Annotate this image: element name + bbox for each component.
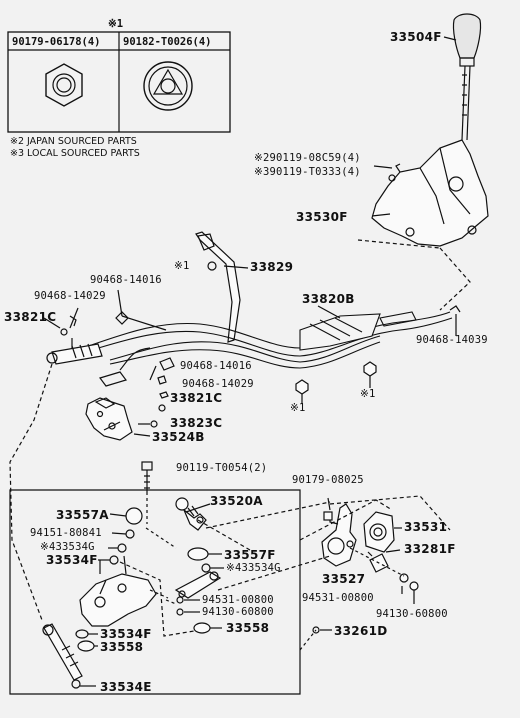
- rod-end-33520A: [175, 497, 207, 531]
- cable-end-left: [46, 343, 175, 387]
- part-33534G-a: ※433534G: [40, 541, 95, 553]
- part-94531-00800-a: 94531-00800: [202, 594, 274, 606]
- part-33261D: 33261D: [334, 624, 388, 638]
- bushing-33531: [363, 511, 395, 553]
- part-33823C: 33823C: [170, 416, 223, 430]
- mark-33829: ※1: [174, 260, 190, 272]
- shift-knob: [452, 13, 482, 141]
- part-33281F: 33281F: [404, 542, 456, 556]
- part-33527: 33527: [322, 572, 366, 586]
- select-lever-bracket: [79, 555, 157, 627]
- part-90468-14016-a: 90468-14016: [90, 274, 162, 286]
- flange-nut-icon: [143, 61, 193, 111]
- legend-col2-part: 90182-T0026(4): [123, 36, 212, 48]
- part-33557F: 33557F: [224, 548, 276, 562]
- mark-nut-b: ※1: [360, 388, 376, 400]
- legend-col1-part: 90179-06178(4): [12, 36, 101, 48]
- shift-lever-link: [174, 571, 222, 599]
- part-33534F-a: 33534F: [46, 553, 98, 567]
- part-33557A: 33557A: [56, 508, 109, 522]
- lower-assembly-frame: [9, 489, 301, 695]
- part-33829: 33829: [250, 260, 294, 274]
- part-33524B: 33524B: [152, 430, 205, 444]
- part-33534E: 33534E: [100, 680, 152, 694]
- part-90179-08025: 90179-08025: [292, 474, 364, 486]
- rod-33534E: [42, 623, 83, 689]
- legend-mark: ※1: [108, 18, 124, 30]
- part-33534G-b: ※433534G: [226, 562, 281, 574]
- control-cables: [69, 311, 453, 369]
- part-33531: 33531: [404, 520, 448, 534]
- part-90468-14029-a: 90468-14029: [34, 290, 106, 302]
- part-33520A: 33520A: [210, 494, 263, 508]
- part-90468-14039: 90468-14039: [416, 334, 488, 346]
- part-33558-b: 33558: [100, 640, 144, 654]
- bolt-90119: [141, 461, 153, 492]
- part-94130-60800-b: 94130-60800: [376, 608, 448, 620]
- part-90119-08C59: ※290119-08C59(4): [254, 152, 361, 164]
- part-90468-14016-b: 90468-14016: [180, 360, 252, 372]
- part-94531-00800-b: 94531-00800: [302, 592, 374, 604]
- part-33820B: 33820B: [302, 292, 355, 306]
- note-local-sourced: ※3 LOCAL SOURCED PARTS: [10, 148, 140, 159]
- part-33504F: 33504F: [390, 30, 442, 44]
- part-33558-a: 33558: [226, 621, 270, 635]
- part-33821C-a: 33821C: [4, 310, 57, 324]
- part-33534F-b: 33534F: [100, 627, 152, 641]
- part-94130-60800-a: 94130-60800: [202, 606, 274, 618]
- part-90119-T0054: 90119-T0054(2): [176, 462, 268, 474]
- bracket-33527: [321, 503, 357, 567]
- mark-nut-a: ※1: [290, 402, 306, 414]
- part-33530F: 33530F: [296, 210, 348, 224]
- part-90119-T0333: ※390119-T0333(4): [254, 166, 361, 178]
- shift-lever-housing: [371, 139, 489, 247]
- note-japan-sourced: ※2 JAPAN SOURCED PARTS: [10, 136, 137, 147]
- legend-box-frame: [7, 31, 231, 133]
- cable-bracket-33524B: [85, 397, 133, 441]
- part-90468-14029-b: 90468-14029: [182, 378, 254, 390]
- part-94151-80841: 94151-80841: [30, 527, 102, 539]
- part-33821C-b: 33821C: [170, 391, 223, 405]
- cable-bracket: [195, 231, 241, 343]
- hex-nut-icon: [45, 63, 83, 107]
